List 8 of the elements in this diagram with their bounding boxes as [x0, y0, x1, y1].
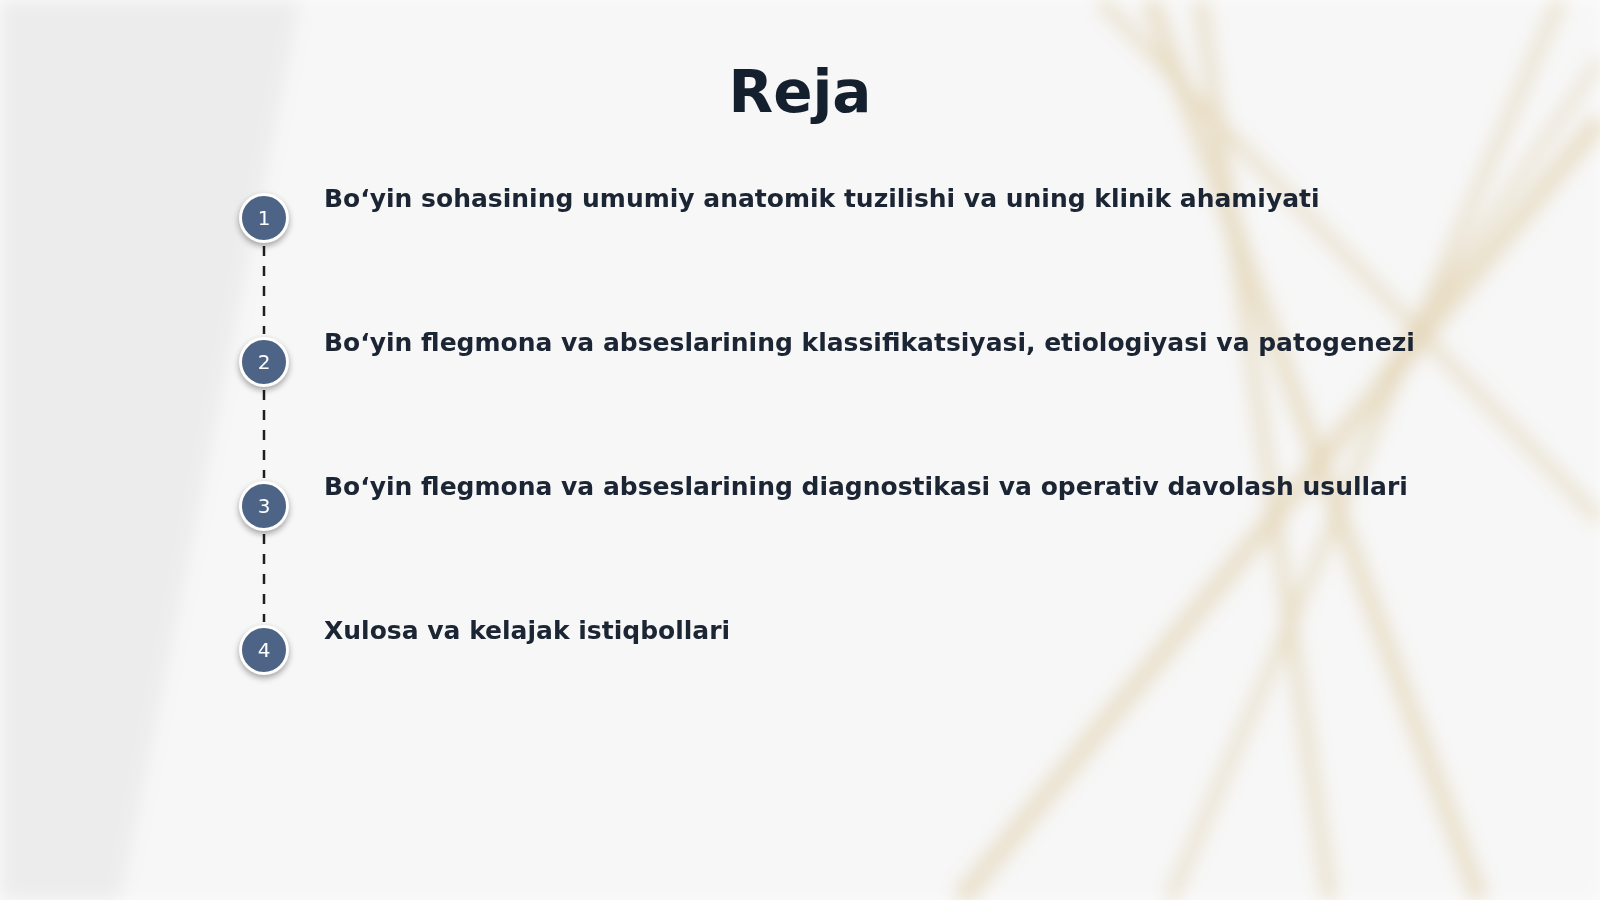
title: Reja [727, 58, 873, 126]
agenda-item-text: Xulosa va kelajak istiqbollari [324, 616, 731, 645]
agenda-item-text: Bo‘yin flegmona va abseslarining klassifikatsiyasi, etiologiyasi va patogenezi [324, 328, 1415, 357]
dashed-connector [262, 534, 266, 622]
dashed-connector [262, 246, 266, 334]
dashed-connector [262, 390, 266, 478]
agenda-item-text: Bo‘yin flegmona va abseslarining diagnostikasi va operativ davolash usullari [324, 472, 1408, 501]
agenda-item-text: Bo‘yin sohasining umumiy anatomik tuzilishi va uning klinik ahamiyati [324, 184, 1320, 213]
